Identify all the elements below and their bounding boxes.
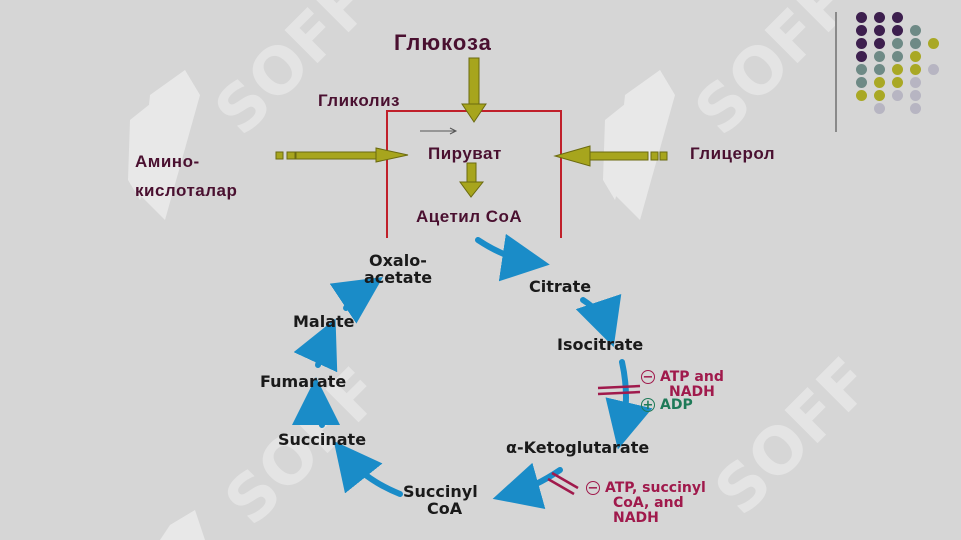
decor-dot bbox=[892, 64, 903, 75]
decor-dot bbox=[928, 64, 939, 75]
decor-dot bbox=[874, 12, 885, 23]
arrow-akg-succcoa bbox=[492, 462, 563, 510]
arrow-acetyl-to-citrate bbox=[475, 233, 550, 282]
idh-inhibitor-text-line2: NADH bbox=[669, 384, 715, 400]
arrow-isocitrate-akg bbox=[605, 359, 653, 450]
decor-dot bbox=[892, 12, 903, 23]
watermark-logo-left bbox=[128, 70, 200, 220]
amino-acids-label-line2: кислоталар bbox=[135, 181, 238, 200]
idh-inhibitors: −ATP and NADH bbox=[641, 370, 724, 400]
glucose-arrow bbox=[461, 57, 487, 123]
pyruvate-label: Пируват bbox=[428, 144, 502, 163]
minus-icon: − bbox=[641, 370, 655, 385]
arrow-citrate-isocitrate bbox=[575, 293, 622, 348]
glycolysis-label: Гликолиз bbox=[318, 91, 400, 110]
glucose-title: Глюкоза bbox=[394, 30, 492, 55]
pyruvate-acetyl-arrow bbox=[459, 162, 485, 198]
glycerol-label: Глицерол bbox=[690, 144, 776, 163]
akgdh-inhibitors: −ATP, succinyl CoA, and NADH bbox=[586, 481, 706, 526]
akgdh-inhibitor-text-line3: NADH bbox=[613, 510, 659, 526]
decor-dot bbox=[874, 77, 885, 88]
succinyl-coa-label-line1: Succinyl bbox=[403, 482, 478, 501]
decor-dot bbox=[856, 12, 867, 23]
decor-dot bbox=[892, 38, 903, 49]
akgdh-inhibitor-text-line2: CoA, and bbox=[613, 495, 684, 511]
decor-dot bbox=[874, 64, 885, 75]
decor-dot bbox=[856, 90, 867, 101]
oxaloacetate-label-line1: Oxalo- bbox=[369, 251, 427, 270]
decor-dot bbox=[910, 25, 921, 36]
decor-dot bbox=[874, 25, 885, 36]
malate-label: Malate bbox=[293, 312, 355, 331]
alpha-ketoglutarate-label: α-Ketoglutarate bbox=[506, 438, 650, 457]
succinate-label: Succinate bbox=[278, 430, 367, 449]
inhibition-mark-idh bbox=[597, 384, 641, 396]
arrow-malate-oxalo bbox=[329, 277, 383, 324]
oxaloacetate-label-line2: acetate bbox=[364, 268, 433, 287]
decor-dot bbox=[910, 90, 921, 101]
succinyl-coa-label-line2: CoA bbox=[427, 499, 463, 518]
decor-dot bbox=[892, 77, 903, 88]
decor-dot bbox=[892, 90, 903, 101]
arrow-fumarate-malate bbox=[293, 318, 338, 373]
arrow-succinate-fumarate bbox=[292, 377, 341, 428]
glycerol-arrow bbox=[553, 145, 668, 167]
tca-cycle-arrows bbox=[292, 233, 653, 510]
amino-acid-arrow bbox=[275, 147, 409, 163]
decor-dot bbox=[856, 25, 867, 36]
fumarate-label: Fumarate bbox=[260, 372, 347, 391]
inhibition-mark-akgdh bbox=[547, 471, 579, 496]
decor-dot bbox=[874, 90, 885, 101]
decor-dot bbox=[910, 103, 921, 114]
decor-dot bbox=[910, 38, 921, 49]
idh-activator-text: ADP bbox=[660, 397, 693, 413]
akgdh-inhibitor-text-line1: ATP, succinyl bbox=[605, 480, 706, 496]
arrow-succcoa-succinate bbox=[333, 440, 403, 497]
amino-acids-label-line1: Амино- bbox=[135, 152, 200, 171]
acetyl-coa-label: Ацетил CoA bbox=[416, 207, 523, 226]
decor-dot bbox=[910, 77, 921, 88]
idh-activator: + ADP bbox=[641, 398, 693, 413]
watermark-logo-bottom bbox=[160, 510, 205, 540]
citrate-label: Citrate bbox=[529, 277, 592, 296]
decor-dot bbox=[856, 38, 867, 49]
minus-icon: − bbox=[586, 481, 600, 496]
decor-dot bbox=[928, 38, 939, 49]
idh-inhibitor-text-line1: ATP and bbox=[660, 369, 724, 385]
decor-dot bbox=[910, 64, 921, 75]
decor-dot bbox=[874, 51, 885, 62]
decor-dot bbox=[874, 38, 885, 49]
watermark-logo-right bbox=[603, 70, 675, 220]
isocitrate-label: Isocitrate bbox=[557, 335, 644, 354]
plus-icon: + bbox=[641, 398, 655, 413]
decor-dot bbox=[910, 51, 921, 62]
decor-dot bbox=[892, 51, 903, 62]
decor-vertical-line bbox=[835, 12, 837, 132]
decor-dot bbox=[892, 25, 903, 36]
decor-dot bbox=[856, 64, 867, 75]
decor-dot bbox=[856, 51, 867, 62]
decor-dot bbox=[856, 77, 867, 88]
decor-dot bbox=[874, 103, 885, 114]
glycolysis-thin-arrow bbox=[420, 127, 458, 135]
